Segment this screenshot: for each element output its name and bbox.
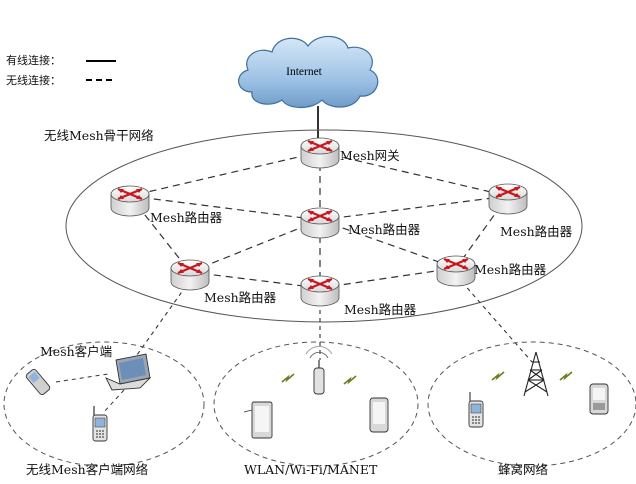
laptop-icon	[105, 353, 152, 391]
link	[461, 281, 533, 363]
router-icon	[299, 206, 341, 240]
mesh-client-cluster: Mesh客户端 无线Mesh客户端网络	[25, 344, 152, 477]
router-label: Mesh路由器	[474, 262, 547, 277]
mesh-router-bottom: Mesh路由器	[299, 274, 417, 317]
mesh-router-left: Mesh路由器	[109, 184, 223, 225]
router-icon	[169, 258, 211, 292]
link	[319, 267, 457, 289]
legend-wired-label: 有线连接：	[6, 53, 61, 67]
router-icon	[487, 182, 529, 216]
link	[319, 151, 509, 197]
cell-tower-icon	[523, 351, 549, 397]
flip-phone-icon	[25, 368, 51, 396]
wlan-network-label: WLAN/Wi-Fi/MANET	[244, 462, 378, 477]
client-network-boundary	[3, 341, 205, 467]
link	[103, 389, 125, 413]
mesh-router-lower-right: Mesh路由器	[435, 254, 547, 288]
link	[319, 219, 457, 269]
link	[131, 285, 187, 363]
wlan-network-boundary	[213, 341, 419, 467]
wlan-cluster: WLAN/Wi-Fi/MANET	[243, 346, 389, 477]
router-label: Mesh路由器	[348, 222, 421, 237]
link	[55, 373, 109, 383]
backbone-title: 无线Mesh骨干网络	[44, 128, 154, 143]
access-point-icon	[305, 346, 333, 395]
mesh-router-center: Mesh路由器	[299, 206, 421, 240]
internet-label: Internet	[286, 66, 323, 78]
backbone-boundary	[65, 129, 583, 323]
router-label: Mesh路由器	[204, 290, 277, 305]
link	[129, 151, 321, 197]
mesh-router-lower-left: Mesh路由器	[169, 258, 277, 305]
wireless-link-icon	[343, 375, 357, 385]
cloud-icon	[238, 35, 379, 109]
cellular-cluster: 蜂窝网络	[468, 351, 609, 477]
router-label: Mesh路由器	[500, 224, 573, 239]
gateway-label: Mesh网关	[340, 148, 400, 163]
router-label: Mesh路由器	[344, 302, 417, 317]
wireless-link-icon	[491, 371, 505, 381]
mesh-router-right: Mesh路由器	[487, 182, 573, 239]
mesh-gateway: Mesh网关	[299, 136, 400, 170]
cellular-network-boundary	[427, 341, 636, 467]
legend-wireless-label: 无线连接：	[6, 73, 61, 87]
mobile-phone-icon	[92, 406, 108, 442]
link	[319, 195, 509, 221]
router-icon	[299, 136, 341, 170]
client-node-label: Mesh客户端	[40, 344, 112, 359]
cell-phone-icon	[468, 392, 484, 428]
router-icon	[435, 254, 477, 288]
legend: 有线连接： 无线连接：	[6, 53, 116, 87]
cellular-network-label: 蜂窝网络	[498, 462, 549, 477]
router-icon	[109, 184, 151, 218]
smartphone-icon	[369, 397, 389, 433]
pda-phone-icon	[589, 383, 609, 415]
internet-cloud: Internet	[238, 35, 379, 109]
router-icon	[299, 274, 341, 308]
link	[129, 195, 321, 221]
link	[189, 271, 321, 289]
wireless-link-icon	[281, 373, 295, 383]
access-links	[131, 281, 533, 363]
client-network-label: 无线Mesh客户端网络	[26, 462, 149, 477]
router-label: Mesh路由器	[150, 210, 223, 225]
link	[189, 219, 321, 273]
tablet-icon	[243, 401, 273, 439]
wireless-link-icon	[559, 371, 573, 381]
